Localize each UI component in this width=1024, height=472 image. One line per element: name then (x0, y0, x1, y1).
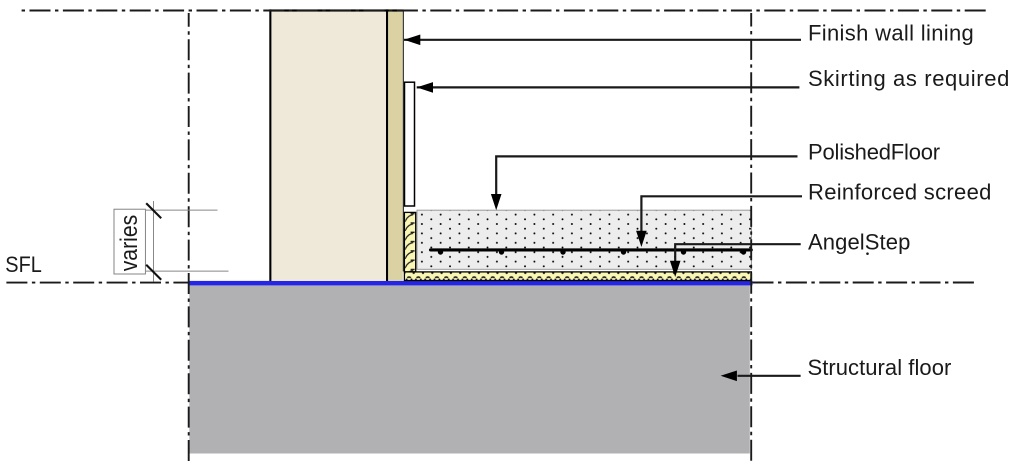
svg-text:Structural floor: Structural floor (808, 355, 952, 380)
svg-text:PolishedFloor: PolishedFloor (808, 139, 940, 164)
svg-text:Reinforced screed: Reinforced screed (808, 179, 992, 204)
svg-text:SFL: SFL (5, 252, 42, 277)
svg-text:Skirting as required: Skirting as required (808, 66, 1010, 91)
svg-text:Finish wall lining: Finish wall lining (808, 20, 974, 45)
svg-text:varies: varies (116, 215, 143, 272)
svg-text:AngelStep: AngelStep (808, 229, 910, 254)
